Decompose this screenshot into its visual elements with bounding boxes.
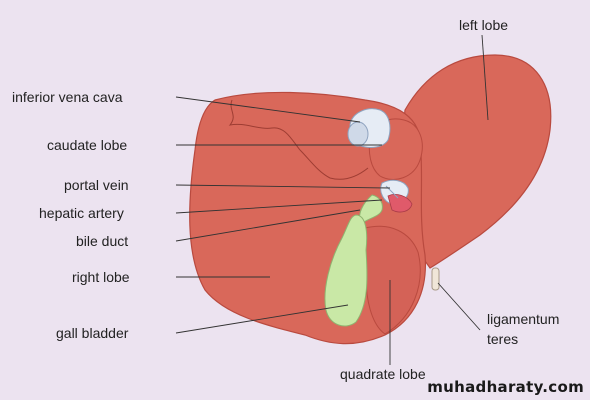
- inferior-vena-cava-shape: [347, 108, 391, 148]
- gall-bladder-shape: [324, 194, 383, 327]
- leader-lines: [175, 34, 489, 365]
- left-lobe-shape: [402, 54, 552, 269]
- label-left-lobe: left lobe: [459, 17, 509, 33]
- label-portal-vein: portal vein: [64, 177, 129, 193]
- ligamentum-teres-shape: [431, 267, 440, 291]
- label-caudate-lobe: caudate lobe: [47, 137, 128, 153]
- bare-area-outline: [228, 99, 369, 180]
- label-ligamentum-line2: teres: [487, 331, 519, 347]
- label-quadrate-lobe: quadrate lobe: [340, 366, 426, 382]
- porta-hepatis-vessels: [380, 179, 413, 213]
- label-gall-bladder: gall bladder: [56, 325, 129, 341]
- label-hepatic-artery: hepatic artery: [39, 205, 124, 221]
- label-right-lobe: right lobe: [72, 269, 130, 285]
- quadrate-lobe-shape: [364, 225, 421, 335]
- label-inferior-vena-cava: inferior vena cava: [12, 89, 123, 105]
- label-bile-duct: bile duct: [76, 233, 129, 249]
- label-ligamentum-line1: ligamentum: [487, 311, 560, 327]
- watermark: muhadharaty.com: [427, 378, 584, 396]
